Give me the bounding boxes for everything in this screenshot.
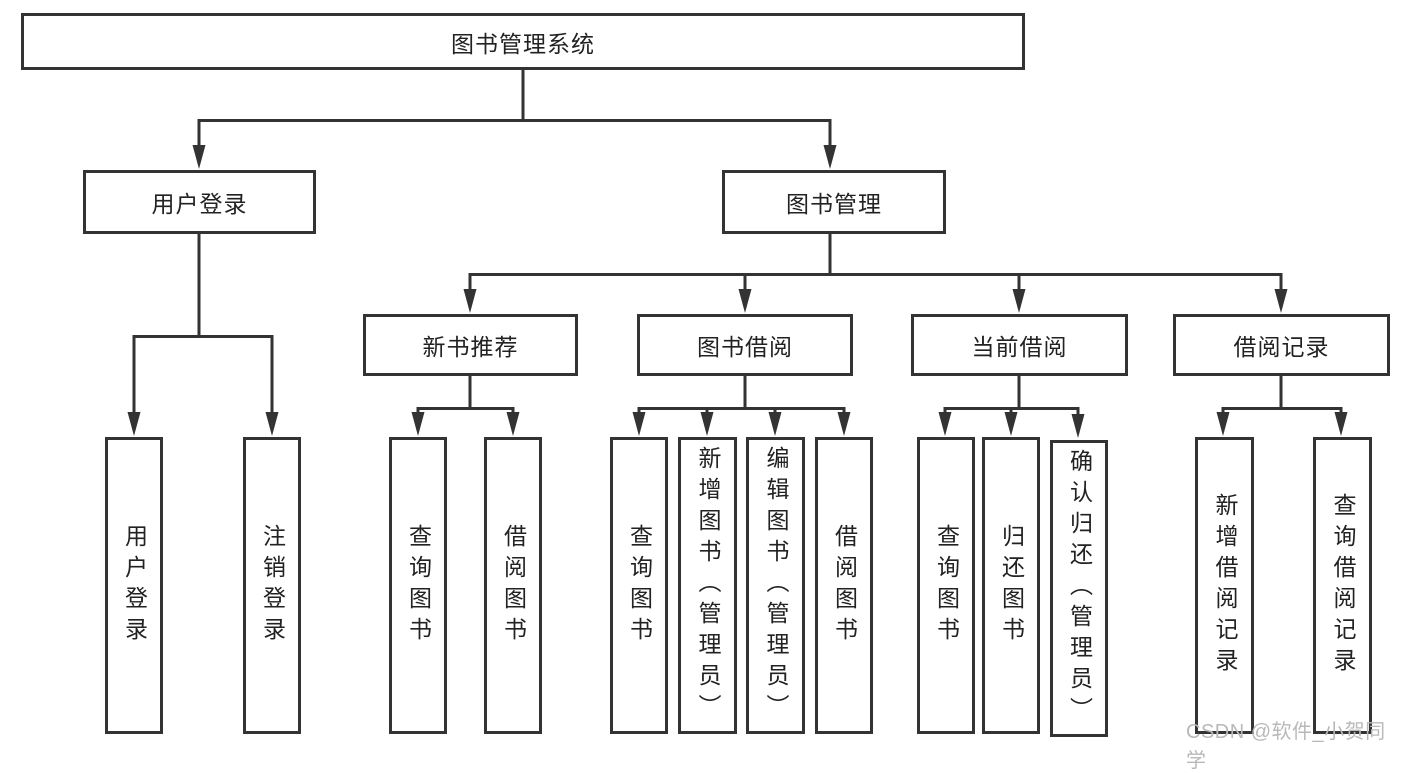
node-borrow-books-1: 借阅图书: [484, 437, 542, 734]
node-current-borrowing: 当前借阅: [911, 314, 1128, 376]
node-edit-books-admin: 编辑图书（管理员）: [746, 437, 805, 734]
node-query-books-3: 查询图书: [917, 437, 975, 734]
node-return-books: 归还图书: [982, 437, 1040, 734]
node-user-login: 用户登录: [83, 170, 316, 234]
node-query-books-2: 查询图书: [610, 437, 668, 734]
node-add-books-admin: 新增图书（管理员）: [678, 437, 737, 734]
node-logout: 注销登录: [243, 437, 301, 734]
node-query-books-1: 查询图书: [389, 437, 447, 734]
node-book-management: 图书管理: [722, 170, 946, 234]
node-borrowing-records: 借阅记录: [1173, 314, 1390, 376]
csdn-watermark: CSDN @软件_小贺同学: [1186, 721, 1386, 772]
node-confirm-return-admin: 确认归还（管理员）: [1050, 440, 1108, 737]
connector-lines: [127, 68, 1348, 438]
node-user-login-leaf: 用户登录: [105, 437, 163, 734]
node-query-borrow-record: 查询借阅记录: [1313, 437, 1372, 734]
diagram-canvas: 图书管理系统 用户登录 图书管理 新书推荐 图书借阅 当前借阅 借阅记录 用户登…: [21, 13, 1390, 772]
node-borrow-books-2: 借阅图书: [815, 437, 873, 734]
node-library-management-system: 图书管理系统: [21, 13, 1025, 70]
node-book-borrowing: 图书借阅: [637, 314, 853, 376]
node-new-book-recommend: 新书推荐: [363, 314, 578, 376]
node-add-borrow-record: 新增借阅记录: [1195, 437, 1254, 734]
